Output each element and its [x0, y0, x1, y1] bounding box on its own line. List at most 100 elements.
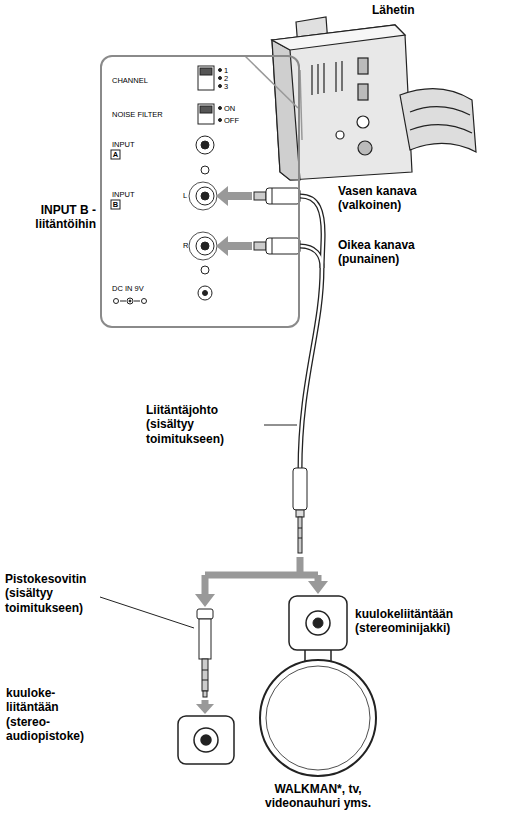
transmitter-drawing [410, 125, 472, 133]
panel-parts [219, 85, 222, 88]
mini-plug [298, 517, 302, 553]
panel-parts [219, 119, 222, 122]
panel-parts [200, 68, 212, 75]
connecting-cable [300, 246, 322, 268]
panel-parts [219, 107, 222, 110]
insert-arrow [216, 236, 228, 256]
panel-parts [219, 69, 222, 72]
transmitter-drawing [341, 61, 342, 91]
mini-plug [298, 538, 302, 539]
transmitter-drawing [335, 62, 336, 92]
panel-parts [196, 136, 214, 154]
transmitter-drawing [358, 141, 372, 155]
insert-arrow [216, 186, 228, 206]
leader-line [100, 425, 297, 628]
plug-adapter [203, 691, 207, 697]
plug-adapter [202, 680, 208, 681]
part-label: Pistokesovitin (sisältyy toimitukseen) [5, 572, 125, 615]
part-label: Lähetin [372, 3, 482, 17]
panel-parts [201, 266, 209, 274]
panel-parts [201, 192, 209, 200]
walkman-drawing [313, 618, 323, 628]
connecting-cable [300, 196, 323, 470]
transmitter-drawing [272, 17, 476, 180]
connector-panel: CHANNEL123NOISE FILTERONOFFINPUTAINPUTBL… [100, 55, 300, 328]
part-label: INPUT B - liitäntöihin [4, 203, 96, 232]
leader-line [264, 425, 297, 426]
zoom-line [245, 56, 298, 108]
transmitter-drawing [357, 116, 369, 128]
panel-parts [134, 301, 140, 302]
panel-parts [201, 242, 209, 250]
rca-plug [272, 188, 273, 204]
mini-plug [293, 468, 307, 510]
panel-parts [198, 104, 214, 124]
part-label: kuulokeliitäntään (stereominijakki) [355, 607, 505, 636]
part-label: Oikea kanava (punainen) [338, 238, 468, 267]
panel-parts [189, 232, 217, 260]
panel-parts [189, 182, 217, 210]
mini-plug [293, 468, 307, 553]
walkman-drawing [330, 650, 332, 662]
plug-adapter [202, 670, 208, 671]
panel-parts [127, 298, 133, 304]
panel-parts [111, 150, 120, 159]
panel-parts [203, 291, 208, 296]
panel-parts [142, 299, 147, 304]
panel-parts [111, 66, 222, 304]
headphone-jack [194, 728, 218, 752]
panel-text: 3 [224, 82, 228, 91]
rca-plug [272, 238, 273, 254]
transmitter-drawing [358, 84, 368, 100]
split-arrow [195, 594, 215, 607]
connecting-cable [300, 268, 322, 470]
part-label: Liitäntäjohto (sisältyy toimitukseen) [146, 403, 262, 446]
panel-parts [201, 141, 209, 149]
transmitter-drawing [272, 40, 300, 180]
walkman-drawing [260, 660, 376, 776]
plug-adapter [202, 659, 208, 691]
mini-plug [296, 510, 304, 517]
panel-parts [196, 237, 214, 255]
walkman-drawing [266, 666, 370, 770]
mini-plug [298, 528, 302, 529]
panel-text: DC IN 9V [112, 284, 144, 293]
part-label: Vasen kanava (valkoinen) [338, 184, 468, 213]
connecting-cable [300, 268, 322, 470]
panel-text: 2 [224, 74, 228, 83]
split-arrow [308, 581, 328, 594]
panel-parts [129, 300, 131, 302]
leader-line [100, 597, 194, 628]
panel-text: ON [224, 104, 235, 113]
panel-parts [196, 187, 214, 205]
panel-parts [200, 106, 212, 113]
transmitter-drawing [336, 131, 344, 139]
panel-parts [219, 77, 222, 80]
transmitter-drawing [400, 89, 476, 152]
part-label: WALKMAN*, tv, videonauhuri yms. [238, 782, 398, 811]
walkman-drawing [306, 611, 330, 635]
panel-text: INPUT [112, 190, 135, 199]
panel-text: NOISE FILTER [112, 110, 163, 119]
transmitter-drawing [311, 65, 312, 95]
headphone-jack [178, 716, 234, 764]
transmitter-drawing [323, 63, 324, 93]
rca-plug [254, 192, 266, 200]
insert-arrow [216, 186, 252, 256]
transmitter-drawing [410, 107, 470, 115]
walkman-drawing [289, 596, 347, 650]
panel-parts [114, 299, 119, 304]
panel-text: R [183, 241, 188, 250]
rca-plug [254, 242, 266, 250]
insert-arrow [226, 192, 252, 200]
panel-parts [198, 286, 212, 300]
panel-parts [120, 301, 126, 302]
panel-text: 1 [224, 66, 228, 75]
plug-adapter [197, 609, 213, 697]
panel-text: B [111, 200, 120, 209]
panel-parts [111, 200, 120, 209]
panel-parts [198, 66, 214, 90]
panel-text: L [183, 191, 187, 200]
